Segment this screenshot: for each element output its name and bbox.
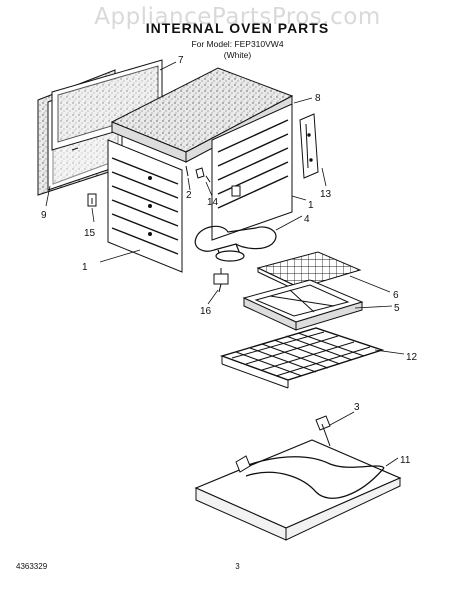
callout-8: 8 bbox=[315, 93, 321, 104]
page-title: INTERNAL OVEN PARTS bbox=[145, 20, 330, 36]
callout-1-left: 1 bbox=[82, 262, 88, 273]
callout-11: 11 bbox=[400, 455, 411, 466]
callout-5: 5 bbox=[394, 303, 400, 314]
callout-7: 7 bbox=[178, 55, 184, 66]
page-number: 3 bbox=[235, 562, 240, 571]
small-clip bbox=[185, 165, 211, 183]
callout-1-right: 1 bbox=[308, 200, 314, 211]
callout-9: 9 bbox=[41, 210, 47, 221]
callout-2: 2 bbox=[186, 190, 192, 201]
callout-13: 13 bbox=[320, 189, 332, 200]
side-bracket bbox=[299, 113, 319, 179]
color-line: (White) bbox=[223, 50, 252, 60]
small-part-left bbox=[87, 193, 97, 207]
terminal-block bbox=[213, 268, 229, 293]
broiler-pan bbox=[242, 279, 364, 331]
callout-4: 4 bbox=[304, 214, 310, 225]
document-number: 4363329 bbox=[16, 562, 48, 571]
callout-16: 16 bbox=[200, 306, 212, 317]
oven-liner-right-wall bbox=[211, 103, 293, 241]
oven-liner-left-wall bbox=[107, 139, 183, 273]
callout-6: 6 bbox=[393, 290, 399, 301]
oven-rack bbox=[219, 327, 385, 389]
callout-14: 14 bbox=[207, 197, 219, 208]
callout-15: 15 bbox=[84, 228, 96, 239]
model-line: For Model: FEP310VW4 bbox=[191, 39, 284, 49]
oven-bottom-panel bbox=[194, 415, 402, 541]
bake-element bbox=[194, 225, 277, 262]
callout-12: 12 bbox=[406, 352, 418, 363]
callout-3: 3 bbox=[354, 402, 360, 413]
